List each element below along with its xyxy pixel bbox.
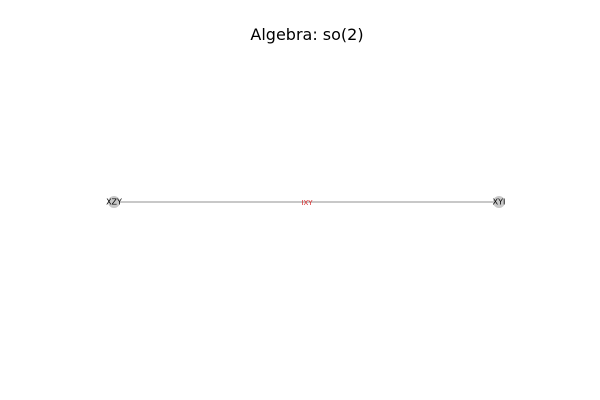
edge-label-ixy: IXY (301, 199, 313, 207)
node-xzy: XZY (106, 196, 122, 208)
node-xzy-marker (108, 196, 120, 208)
node-xyi: XYI (493, 196, 506, 208)
node-xyi-label: XYI (493, 198, 506, 207)
node-xyi-marker (493, 196, 505, 208)
graph-edges: IXY (114, 199, 499, 207)
node-xzy-label: XZY (106, 198, 122, 207)
figure-title: Algebra: so(2) (250, 25, 363, 44)
graph-nodes: XZY XYI (106, 196, 505, 208)
